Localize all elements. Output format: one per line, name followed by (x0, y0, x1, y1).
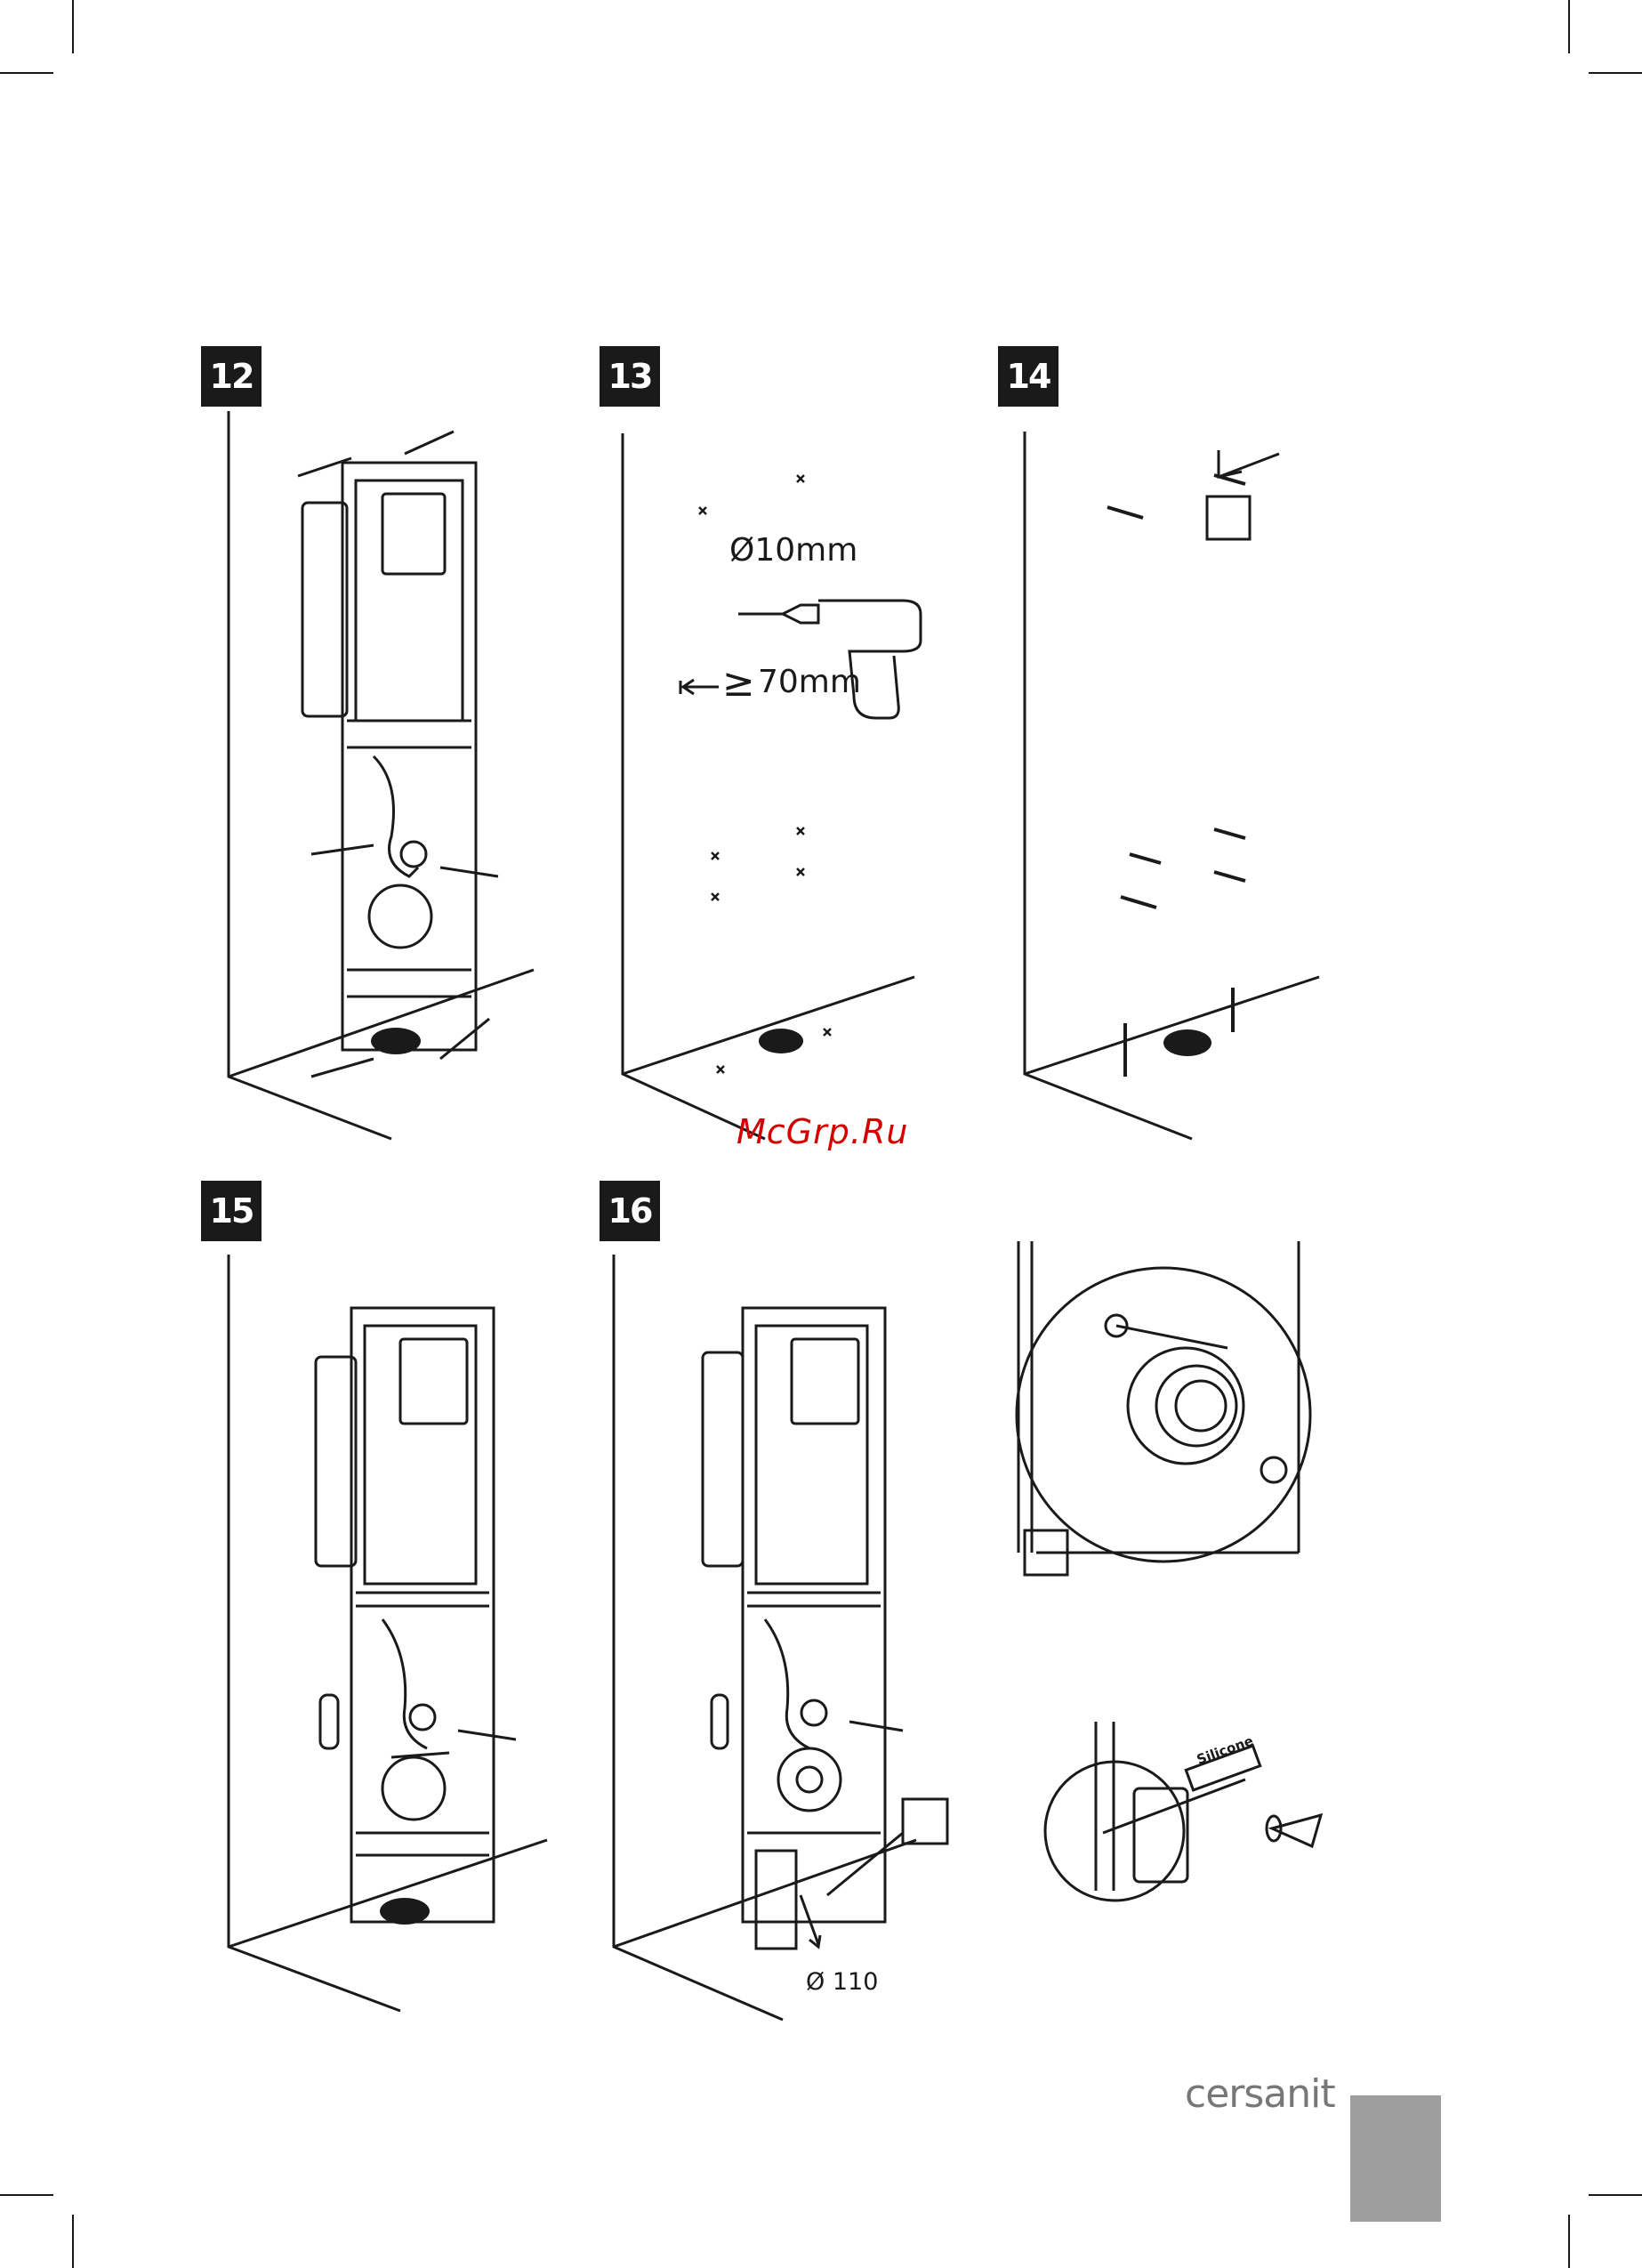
step16-illustration (614, 1241, 1321, 2020)
step-badge-16: 16 (600, 1181, 660, 1241)
drill-depth-label: 70mm (758, 664, 861, 700)
watermark-text: McGrp.Ru (736, 1112, 908, 1151)
depth-symbol: ≥ (722, 660, 755, 706)
step-badge-12: 12 (201, 346, 262, 407)
step-badge-13: 13 (600, 346, 660, 407)
step15-illustration (229, 1255, 547, 2011)
step13-drain-hole (759, 1029, 803, 1053)
drill-diameter-label: Ø10mm (729, 532, 857, 569)
pipe-diameter-label: Ø 110 (806, 1968, 878, 1996)
step-badge-15: 15 (201, 1181, 262, 1241)
brand-logo: cersanit (1185, 2071, 1335, 2117)
step15-drain-hole (380, 1898, 430, 1925)
step12-drain-hole (371, 1028, 421, 1054)
step14-anchors (1107, 475, 1245, 1077)
step12-illustration (229, 411, 534, 1139)
step-badge-14: 14 (998, 346, 1058, 407)
step14-drain-hole (1163, 1029, 1211, 1056)
page-number-tab (1350, 2095, 1441, 2222)
